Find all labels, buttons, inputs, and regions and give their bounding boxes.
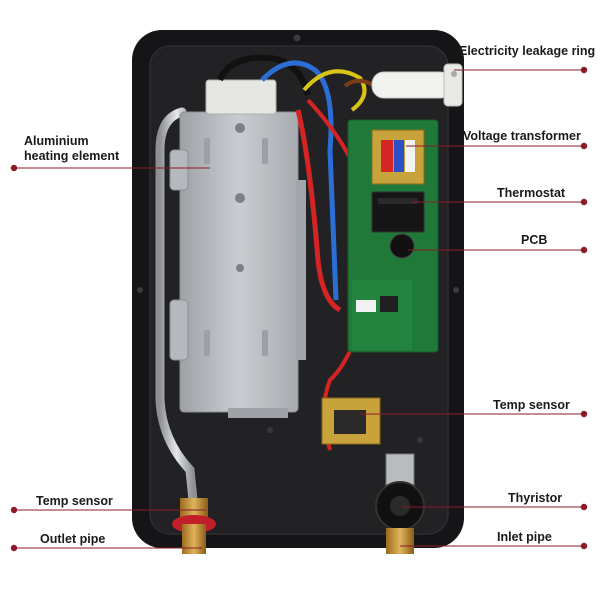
dot-thyristor [580,503,588,511]
label-aluminium: Aluminium [24,134,89,148]
label-thermostat: Thermostat [497,186,566,200]
thermostat-relay [371,191,425,233]
housing-screw [453,287,459,293]
label-thyristor: Thyristor [508,491,563,505]
housing-screw [137,287,143,293]
housing-screw [417,437,423,443]
thyristor-component [375,453,425,531]
dot-aluminium [10,164,18,172]
dot-pcb [580,246,588,254]
housing-screw [267,427,273,433]
label-pcb: PCB [521,233,548,247]
label-temp-sensor-right: Temp sensor [493,398,570,412]
dot-outlet-pipe [10,544,18,552]
wire-black [217,54,311,96]
dot-temp-sensor-right [580,410,588,418]
aluminium-heating-element-body [169,79,306,418]
wire-red [295,109,342,313]
dot-thermostat [580,198,588,206]
voltage-transformer [371,129,425,185]
electricity-leakage-ring [371,63,463,107]
label-temp-sensor-left: Temp sensor [36,494,113,508]
dot-leakage-ring [580,66,588,74]
callout-dots [10,66,588,552]
label-electricity-leakage-ring: Electricity leakage ring [459,44,596,58]
leader-lines [14,69,584,549]
outlet-pipe-fitting [172,498,216,554]
label-outlet-pipe: Outlet pipe [40,532,106,546]
housing-screw [293,34,301,42]
label-inlet-pipe: Inlet pipe [497,530,552,544]
dot-temp-sensor-left [10,506,18,514]
label-voltage-transformer: Voltage transformer [463,129,581,143]
label-heating-element: heating element [24,149,120,163]
outlet-pipe-tube [155,107,198,505]
inlet-pipe-fitting [386,528,414,554]
temp-sensor-right-component [321,397,381,445]
dot-voltage-transformer [580,142,588,150]
dot-inlet-pipe [580,542,588,550]
wire-yellow-green [302,69,367,112]
